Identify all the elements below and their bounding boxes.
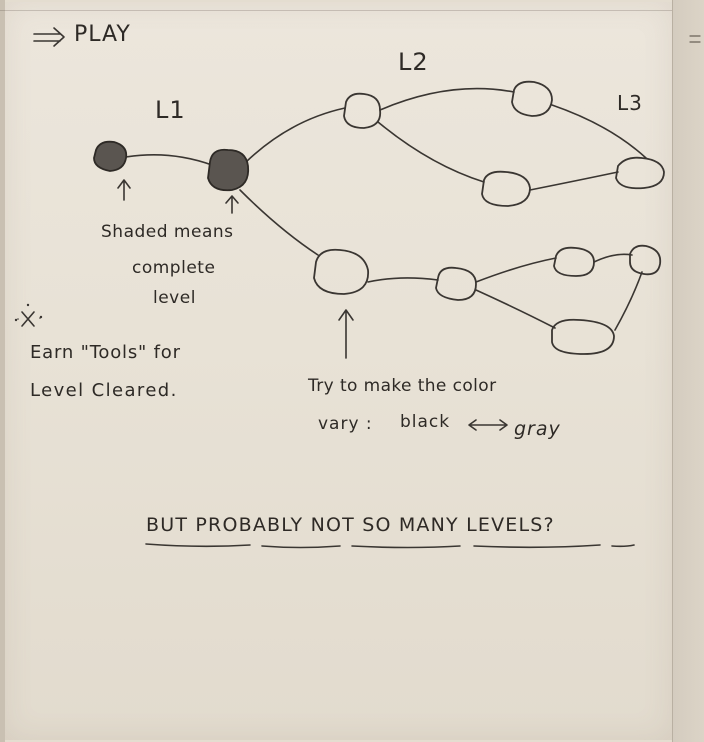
edge-mid-lower	[475, 289, 556, 329]
shaded-note-line1: Shaded means	[101, 222, 234, 242]
level-node-l2-top	[343, 92, 382, 129]
level-node-low-start	[313, 248, 369, 295]
edge-l2b-l3	[529, 171, 619, 191]
level-node-l3	[615, 156, 665, 190]
edge-l2low-mid	[367, 277, 439, 283]
color-note-vary: vary :	[318, 414, 373, 434]
level-node-low-mid	[435, 266, 477, 301]
edge-l2top-l2a	[379, 87, 515, 111]
shaded-note-line3: level	[153, 288, 196, 308]
edge-mid-upper	[475, 257, 557, 283]
edge-l1b-l2low	[239, 189, 319, 256]
paper-sheet	[4, 2, 672, 740]
next-page-mark	[689, 35, 701, 43]
level-connections	[125, 87, 647, 331]
level-node-low-upper	[553, 246, 595, 277]
tools-note-line2: Level Cleared.	[30, 380, 178, 401]
up-arrow-low	[338, 309, 354, 359]
shaded-note-line2: complete	[132, 258, 216, 278]
double-right-arrow-icon	[33, 27, 65, 47]
edge-l2a-l3	[551, 104, 647, 159]
edge-l2top-l2b	[377, 121, 485, 183]
level-label-l3: L3	[617, 91, 643, 115]
edge-upper-right	[593, 253, 633, 263]
level-label-l2: L2	[398, 48, 429, 76]
up-arrow-l1b	[225, 195, 239, 214]
level-node-low-lower	[551, 318, 615, 355]
tools-note-line1: Earn "Tools" for	[30, 342, 181, 363]
color-note-black: black	[400, 412, 451, 432]
level-node-l1b	[207, 148, 250, 192]
footer-underline	[145, 543, 635, 549]
left-edge	[0, 0, 5, 742]
level-nodes	[93, 80, 665, 355]
edge-lower-right	[614, 271, 643, 331]
pointer-arrows	[117, 179, 354, 359]
color-note-line1: Try to make the color	[308, 376, 497, 396]
double-headed-arrow-icon	[468, 419, 508, 431]
color-note-gray: gray	[514, 418, 561, 440]
up-arrow-l1a	[117, 179, 131, 201]
edge-l1b-l2top	[245, 107, 346, 163]
sparkle-icon	[14, 303, 43, 327]
level-node-l2-b	[481, 170, 531, 207]
level-node-l2-a	[511, 80, 553, 117]
play-label: PLAY	[74, 22, 131, 47]
level-node-low-right	[629, 244, 662, 276]
footer-question: BUT PROBABLY NOT SO MANY LEVELS?	[146, 514, 555, 536]
next-page-edge	[672, 0, 704, 742]
level-node-l1a	[93, 140, 128, 172]
level-label-l1: L1	[155, 96, 186, 124]
page-fold	[0, 10, 672, 11]
edge-l1a-l1b	[125, 153, 213, 166]
